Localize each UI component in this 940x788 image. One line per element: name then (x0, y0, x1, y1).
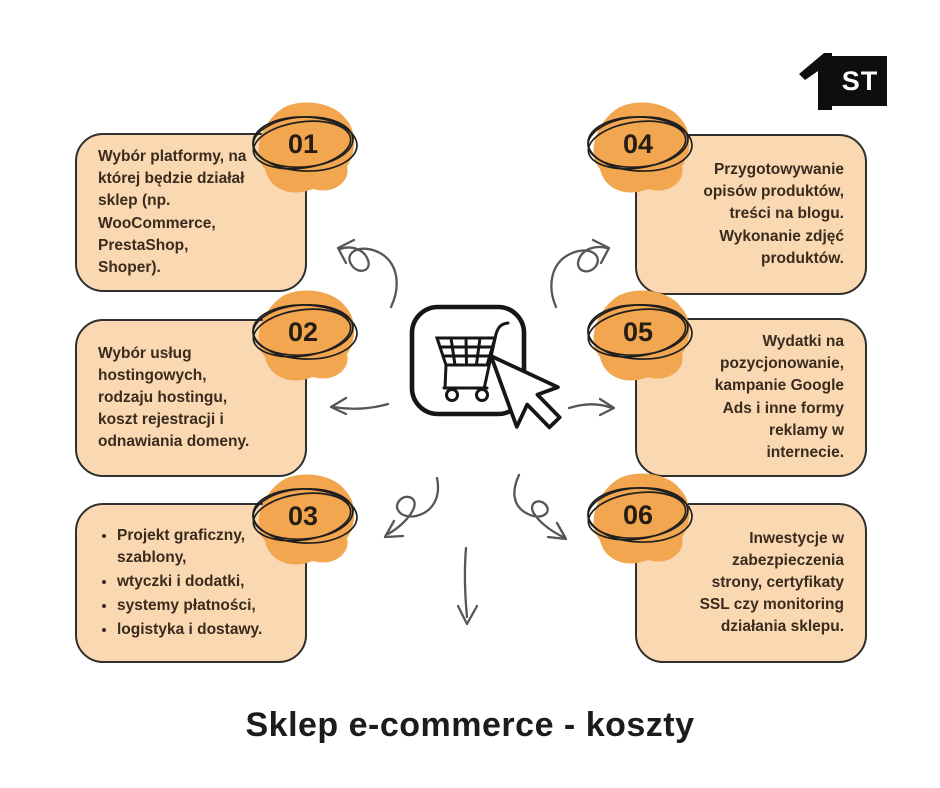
sketch-ellipse-icon (252, 120, 352, 170)
sketch-ellipse-icon (587, 120, 687, 170)
sketch-ellipse-icon (587, 116, 693, 172)
sketch-ellipse-icon (252, 116, 358, 172)
sketch-ellipse-icon (252, 308, 352, 358)
list-item: wtyczki i dodatki, (117, 571, 284, 593)
badge-05: 05 (587, 290, 693, 381)
logo-numeral-one-icon (799, 53, 832, 110)
rounded-frame (409, 304, 527, 417)
page-title: Sklep e-commerce - koszty (245, 706, 695, 744)
sketch-ellipse-icon (587, 308, 687, 358)
sketch-ellipse-icon (252, 488, 358, 544)
sketch-ellipse-icon (252, 492, 352, 542)
st-logo: ST (799, 53, 887, 110)
badge-02: 02 (252, 290, 358, 381)
cost-box-05-text: Wydatki na pozycjonowanie, kampanie Goog… (714, 333, 844, 461)
mouse-cursor-icon (489, 354, 562, 430)
sketch-ellipse-icon (587, 491, 687, 541)
sketch-ellipse-icon (587, 487, 693, 543)
sketch-ellipse-icon (587, 304, 693, 360)
logo-box (823, 56, 887, 106)
list-item: systemy płatności, (117, 595, 284, 617)
cost-box-03-list: Projekt graficzny, szablony, wtyczki i d… (98, 523, 284, 644)
arrow-to-box-03 (383, 476, 440, 539)
shopping-cart-cursor-icon (409, 304, 562, 430)
cost-box-01-text: Wybór platformy, na której będzie działa… (98, 148, 247, 276)
badge-02-number: 02 (288, 317, 318, 347)
sketch-ellipse-icon (252, 304, 358, 360)
badge-04: 04 (587, 102, 693, 193)
badge-03: 03 (252, 474, 358, 565)
cost-box-04: Przygotowywanie opisów produktów, treści… (635, 134, 867, 295)
cost-box-03: Projekt graficzny, szablony, wtyczki i d… (75, 503, 307, 663)
badge-01-number: 01 (288, 129, 318, 159)
badge-04-number: 04 (623, 129, 653, 159)
arrow-to-box-02 (329, 396, 390, 416)
cost-box-02-text: Wybór usług hostingowych, rodzaju hostin… (98, 344, 250, 451)
badge-06-number: 06 (623, 500, 653, 530)
cost-box-04-text: Przygotowywanie opisów produktów, treści… (703, 161, 844, 267)
arrow-to-box-06 (513, 473, 568, 541)
badge-06: 06 (587, 473, 693, 564)
logo-text: ST (842, 66, 879, 96)
cost-box-06-text: Inwestycje w zabezpieczenia strony, cert… (699, 529, 844, 636)
badge-01: 01 (252, 102, 358, 193)
list-item: logistyka i dostawy. (117, 619, 284, 641)
badge-05-number: 05 (623, 317, 653, 347)
badge-03-number: 03 (288, 501, 318, 531)
shopping-cart-icon (434, 321, 510, 402)
arrow-to-box-05 (567, 397, 616, 417)
list-item: Projekt graficzny, szablony, (117, 525, 284, 569)
arrow-down (456, 546, 479, 626)
